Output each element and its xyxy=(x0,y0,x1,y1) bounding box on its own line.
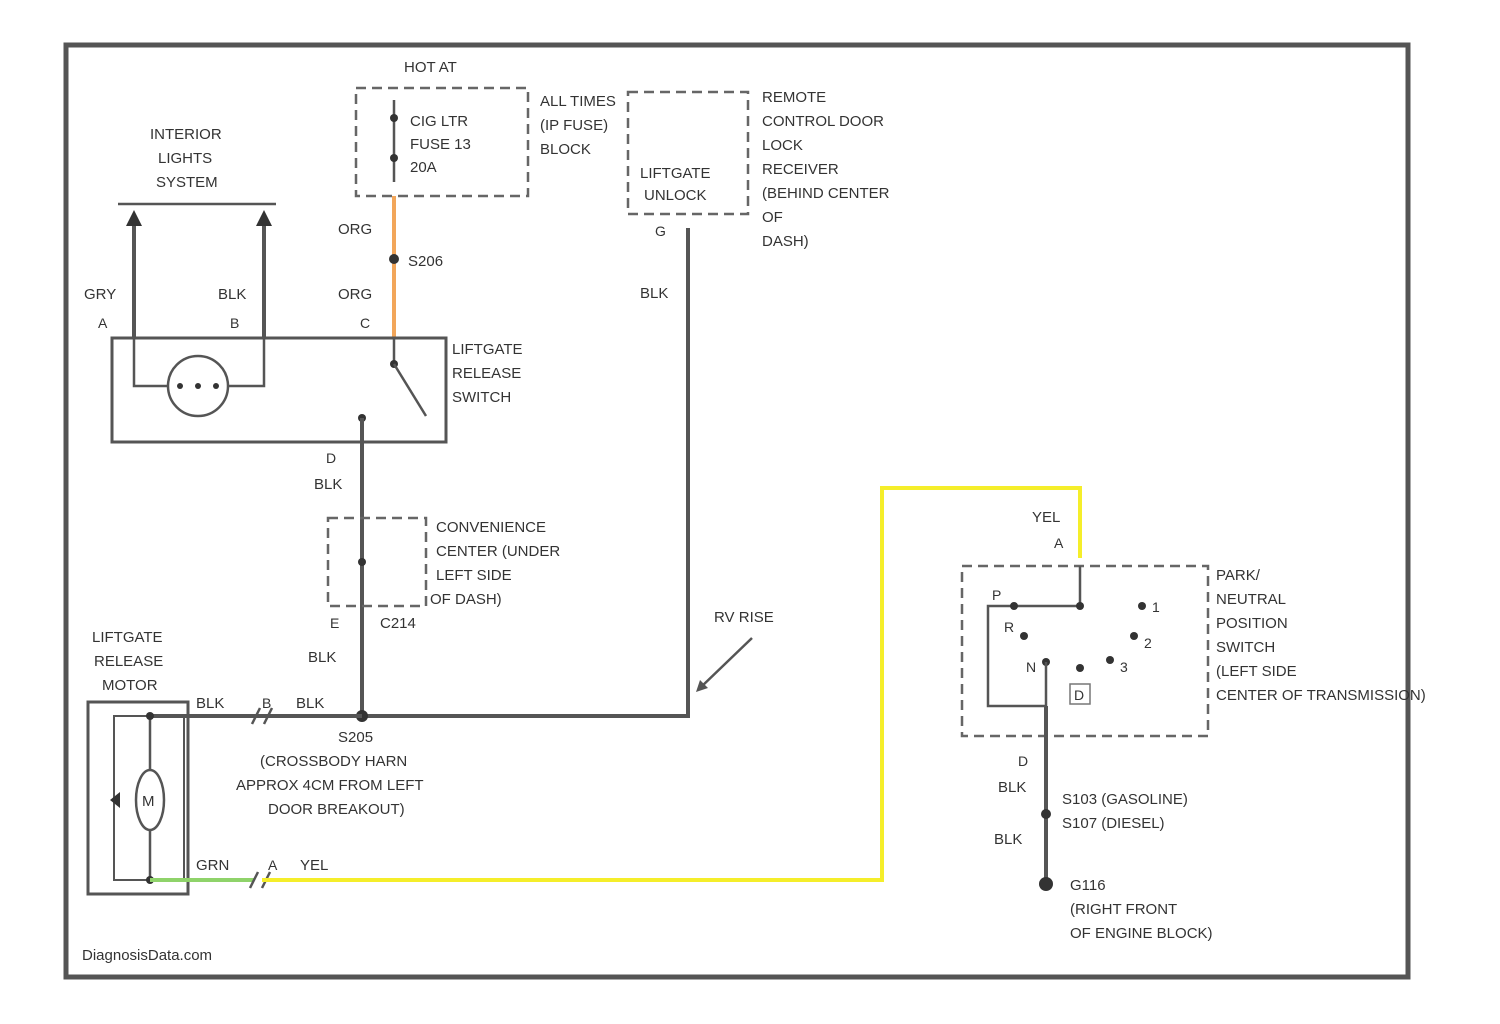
all-times-label-2: (IP FUSE) xyxy=(540,117,608,134)
fuse-label-3: 20A xyxy=(410,159,437,176)
liftgate-release-switch: LIFTGATE RELEASE SWITCH xyxy=(112,338,523,442)
splice-s205-label: S205 xyxy=(338,729,373,746)
pin-g: G xyxy=(655,223,666,239)
splice-info-3: DOOR BREAKOUT) xyxy=(268,801,405,818)
wire-blk-label-6: BLK xyxy=(296,695,324,712)
release-switch-label-2: RELEASE xyxy=(452,365,521,382)
pnp-pin-1: 1 xyxy=(1152,599,1160,615)
motor-symbol-label: M xyxy=(142,793,155,810)
pin-c-switch: C xyxy=(360,315,370,331)
all-times-label-1: ALL TIMES xyxy=(540,93,616,110)
park-neutral-switch: P R N 3 2 1 D PARK/ NEUTRAL POSITION SWI… xyxy=(962,566,1426,736)
wire-yel-label-1: YEL xyxy=(300,857,328,874)
wire-blk-label-2: BLK xyxy=(314,476,342,493)
pin-a-switch: A xyxy=(98,315,108,331)
ground-label-1: G116 xyxy=(1070,877,1106,894)
pnp-pin-d-inner: D xyxy=(1074,687,1084,703)
remote-label-1: REMOTE xyxy=(762,89,826,106)
remote-label-6: OF xyxy=(762,209,783,226)
remote-label-7: DASH) xyxy=(762,233,809,250)
park-label-2: NEUTRAL xyxy=(1216,591,1286,608)
release-motor-label-3: MOTOR xyxy=(102,677,158,694)
convenience-label-1: CONVENIENCE xyxy=(436,519,546,536)
liftgate-release-motor: LIFTGATE RELEASE MOTOR M xyxy=(88,629,188,894)
splice-info-2: APPROX 4CM FROM LEFT xyxy=(236,777,424,794)
release-switch-label-1: LIFTGATE xyxy=(452,341,523,358)
ground-label-3: OF ENGINE BLOCK) xyxy=(1070,925,1213,942)
liftgate-unlock-label-2: UNLOCK xyxy=(644,187,707,204)
wire-blk-label-5: BLK xyxy=(196,695,224,712)
interior-label-1: INTERIOR xyxy=(150,126,222,143)
wire-blk-label-7: BLK xyxy=(998,779,1026,796)
interior-label-2: LIGHTS xyxy=(158,150,212,167)
diagram-frame xyxy=(66,45,1408,977)
pin-a-pnp: A xyxy=(1054,535,1064,551)
pnp-pin-r: R xyxy=(1004,619,1014,635)
interior-label-3: SYSTEM xyxy=(156,174,218,191)
convenience-label-3: LEFT SIDE xyxy=(436,567,512,584)
fuse-label-1: CIG LTR xyxy=(410,113,468,130)
park-label-5: (LEFT SIDE xyxy=(1216,663,1297,680)
release-switch-label-3: SWITCH xyxy=(452,389,511,406)
pnp-pin-p: P xyxy=(992,587,1001,603)
park-label-1: PARK/ xyxy=(1216,567,1261,584)
wire-gry-label: GRY xyxy=(84,286,116,303)
fuse-label-2: FUSE 13 xyxy=(410,136,471,153)
ground-splice-label-1: S103 (GASOLINE) xyxy=(1062,791,1188,808)
pnp-pin-3: 3 xyxy=(1120,659,1128,675)
interior-lights-system: INTERIOR LIGHTS SYSTEM xyxy=(118,126,276,226)
wire-blk-label-1: BLK xyxy=(218,286,246,303)
wire-blk-label-4: BLK xyxy=(640,285,668,302)
pin-b-switch: B xyxy=(230,315,239,331)
release-motor-label-1: LIFTGATE xyxy=(92,629,163,646)
rv-rise-label: RV RISE xyxy=(714,609,774,626)
park-label-3: POSITION xyxy=(1216,615,1288,632)
pnp-pin-n: N xyxy=(1026,659,1036,675)
watermark: DiagnosisData.com xyxy=(82,947,212,964)
liftgate-unlock-label-1: LIFTGATE xyxy=(640,165,711,182)
wire-grn-label: GRN xyxy=(196,857,229,874)
ground-label-2: (RIGHT FRONT xyxy=(1070,901,1177,918)
fuse-block: HOT AT CIG LTR FUSE 13 20A ALL TIMES (IP… xyxy=(356,59,616,196)
convenience-label-2: CENTER (UNDER xyxy=(436,543,560,560)
all-times-label-3: BLOCK xyxy=(540,141,591,158)
pin-b-motor: B xyxy=(262,695,271,711)
remote-label-5: (BEHIND CENTER xyxy=(762,185,890,202)
pnp-pin-2: 2 xyxy=(1144,635,1152,651)
pin-d-switch: D xyxy=(326,450,336,466)
connector-c214-label: C214 xyxy=(380,615,416,632)
pin-a-motor: A xyxy=(268,857,278,873)
wire-blk-label-8: BLK xyxy=(994,831,1022,848)
splice-info-1: (CROSSBODY HARN xyxy=(260,753,407,770)
park-label-4: SWITCH xyxy=(1216,639,1275,656)
yel-wire xyxy=(262,488,1080,880)
hot-at-label: HOT AT xyxy=(404,59,457,76)
splice-s206-label: S206 xyxy=(408,253,443,270)
remote-label-3: LOCK xyxy=(762,137,803,154)
wire-org-label-2: ORG xyxy=(338,286,372,303)
convenience-label-4: OF DASH) xyxy=(430,591,502,608)
remote-label-4: RECEIVER xyxy=(762,161,839,178)
remote-label-2: CONTROL DOOR xyxy=(762,113,884,130)
remote-lock-receiver: LIFTGATE UNLOCK G REMOTE CONTROL DOOR LO… xyxy=(628,89,890,250)
park-label-6: CENTER OF TRANSMISSION) xyxy=(1216,687,1426,704)
wire-yel-label-2: YEL xyxy=(1032,509,1060,526)
pin-d-pnp: D xyxy=(1018,753,1028,769)
pin-e: E xyxy=(330,615,339,631)
ground-splice-label-2: S107 (DIESEL) xyxy=(1062,815,1165,832)
wire-org-label-1: ORG xyxy=(338,221,372,238)
wire-blk-label-3: BLK xyxy=(308,649,336,666)
release-motor-label-2: RELEASE xyxy=(94,653,163,670)
